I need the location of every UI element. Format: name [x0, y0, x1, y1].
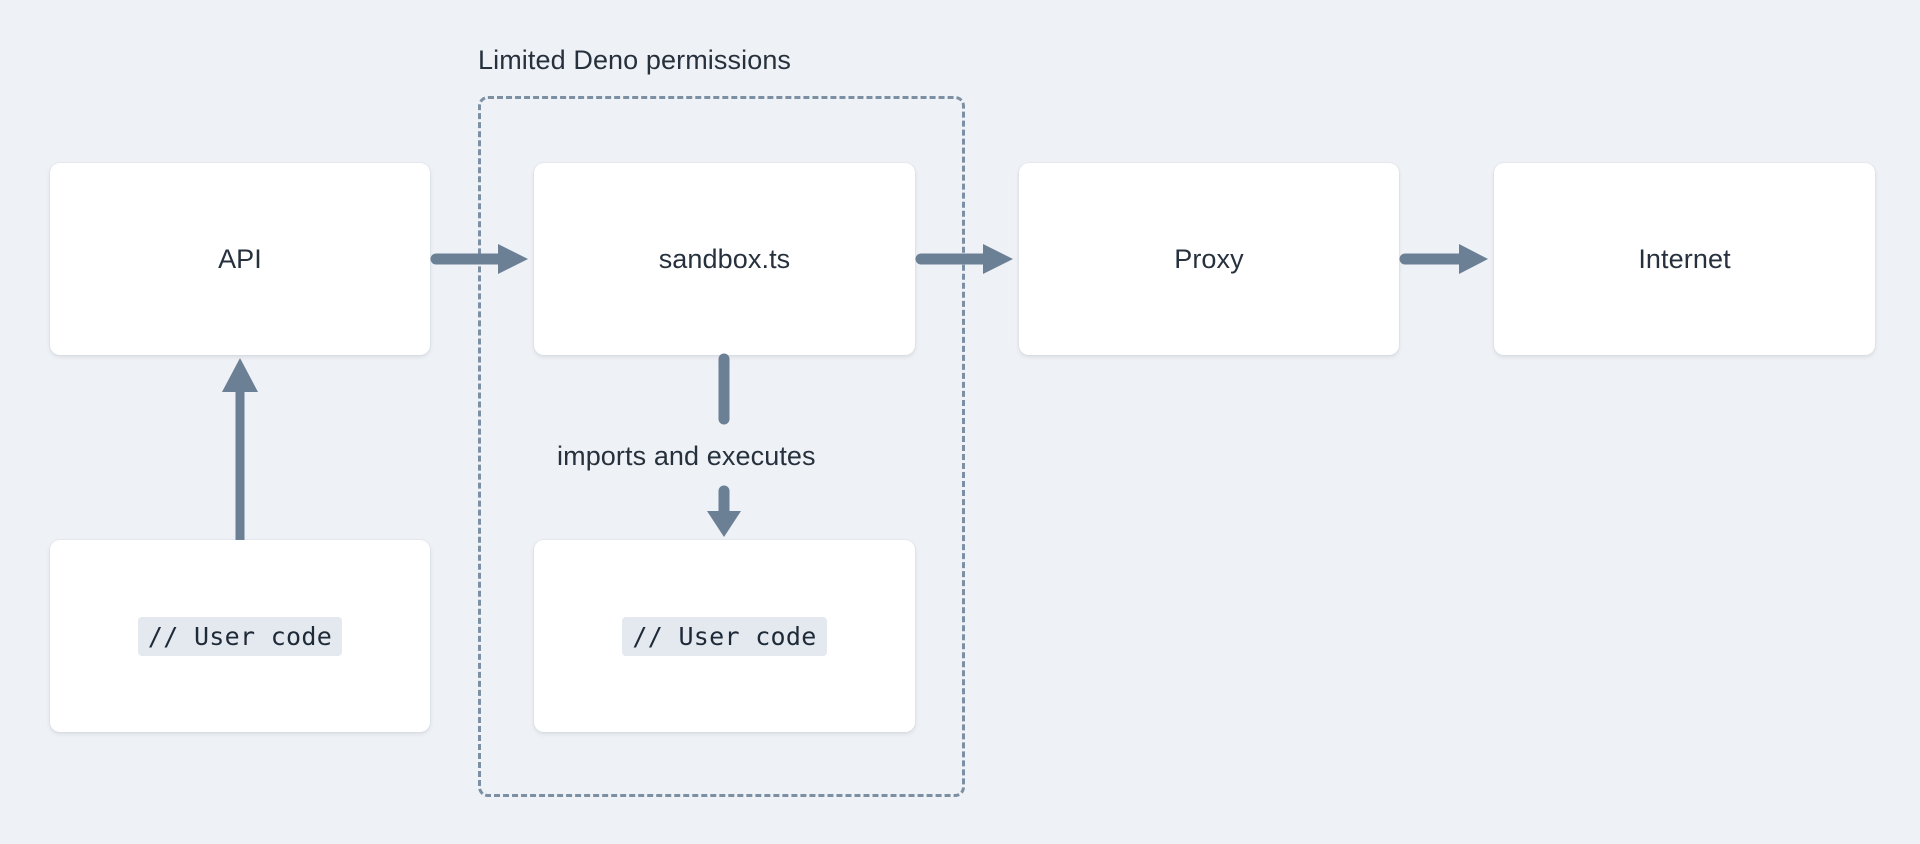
- node-sandbox-ts-label: sandbox.ts: [658, 243, 791, 274]
- node-user-code-inner[interactable]: // User code: [534, 540, 915, 732]
- node-api[interactable]: API: [50, 163, 430, 355]
- node-proxy[interactable]: Proxy: [1019, 163, 1399, 355]
- group-label-limited-deno-permissions: Limited Deno permissions: [478, 45, 792, 75]
- edge-label-imports-and-executes: imports and executes: [557, 441, 816, 471]
- edge-user-code-to-api: [222, 358, 258, 540]
- edge-proxy-to-internet: [1399, 244, 1488, 274]
- node-api-label: API: [218, 243, 262, 274]
- edge-sandbox-to-proxy: [915, 244, 1013, 274]
- edge-api-to-sandbox: [430, 244, 528, 274]
- node-internet[interactable]: Internet: [1494, 163, 1875, 355]
- node-proxy-label: Proxy: [1174, 243, 1244, 274]
- edge-sandbox-to-user-code-lower-segment: [707, 485, 741, 537]
- edge-sandbox-to-user-code-upper-segment: [718, 353, 730, 425]
- node-internet-label: Internet: [1638, 243, 1731, 274]
- node-user-code-outer[interactable]: // User code: [50, 540, 430, 732]
- node-user-code-inner-label: // User code: [622, 616, 827, 656]
- node-sandbox-ts[interactable]: sandbox.ts: [534, 163, 915, 355]
- group-boundary-limited-deno-permissions: [478, 96, 965, 797]
- node-user-code-outer-label: // User code: [137, 616, 343, 656]
